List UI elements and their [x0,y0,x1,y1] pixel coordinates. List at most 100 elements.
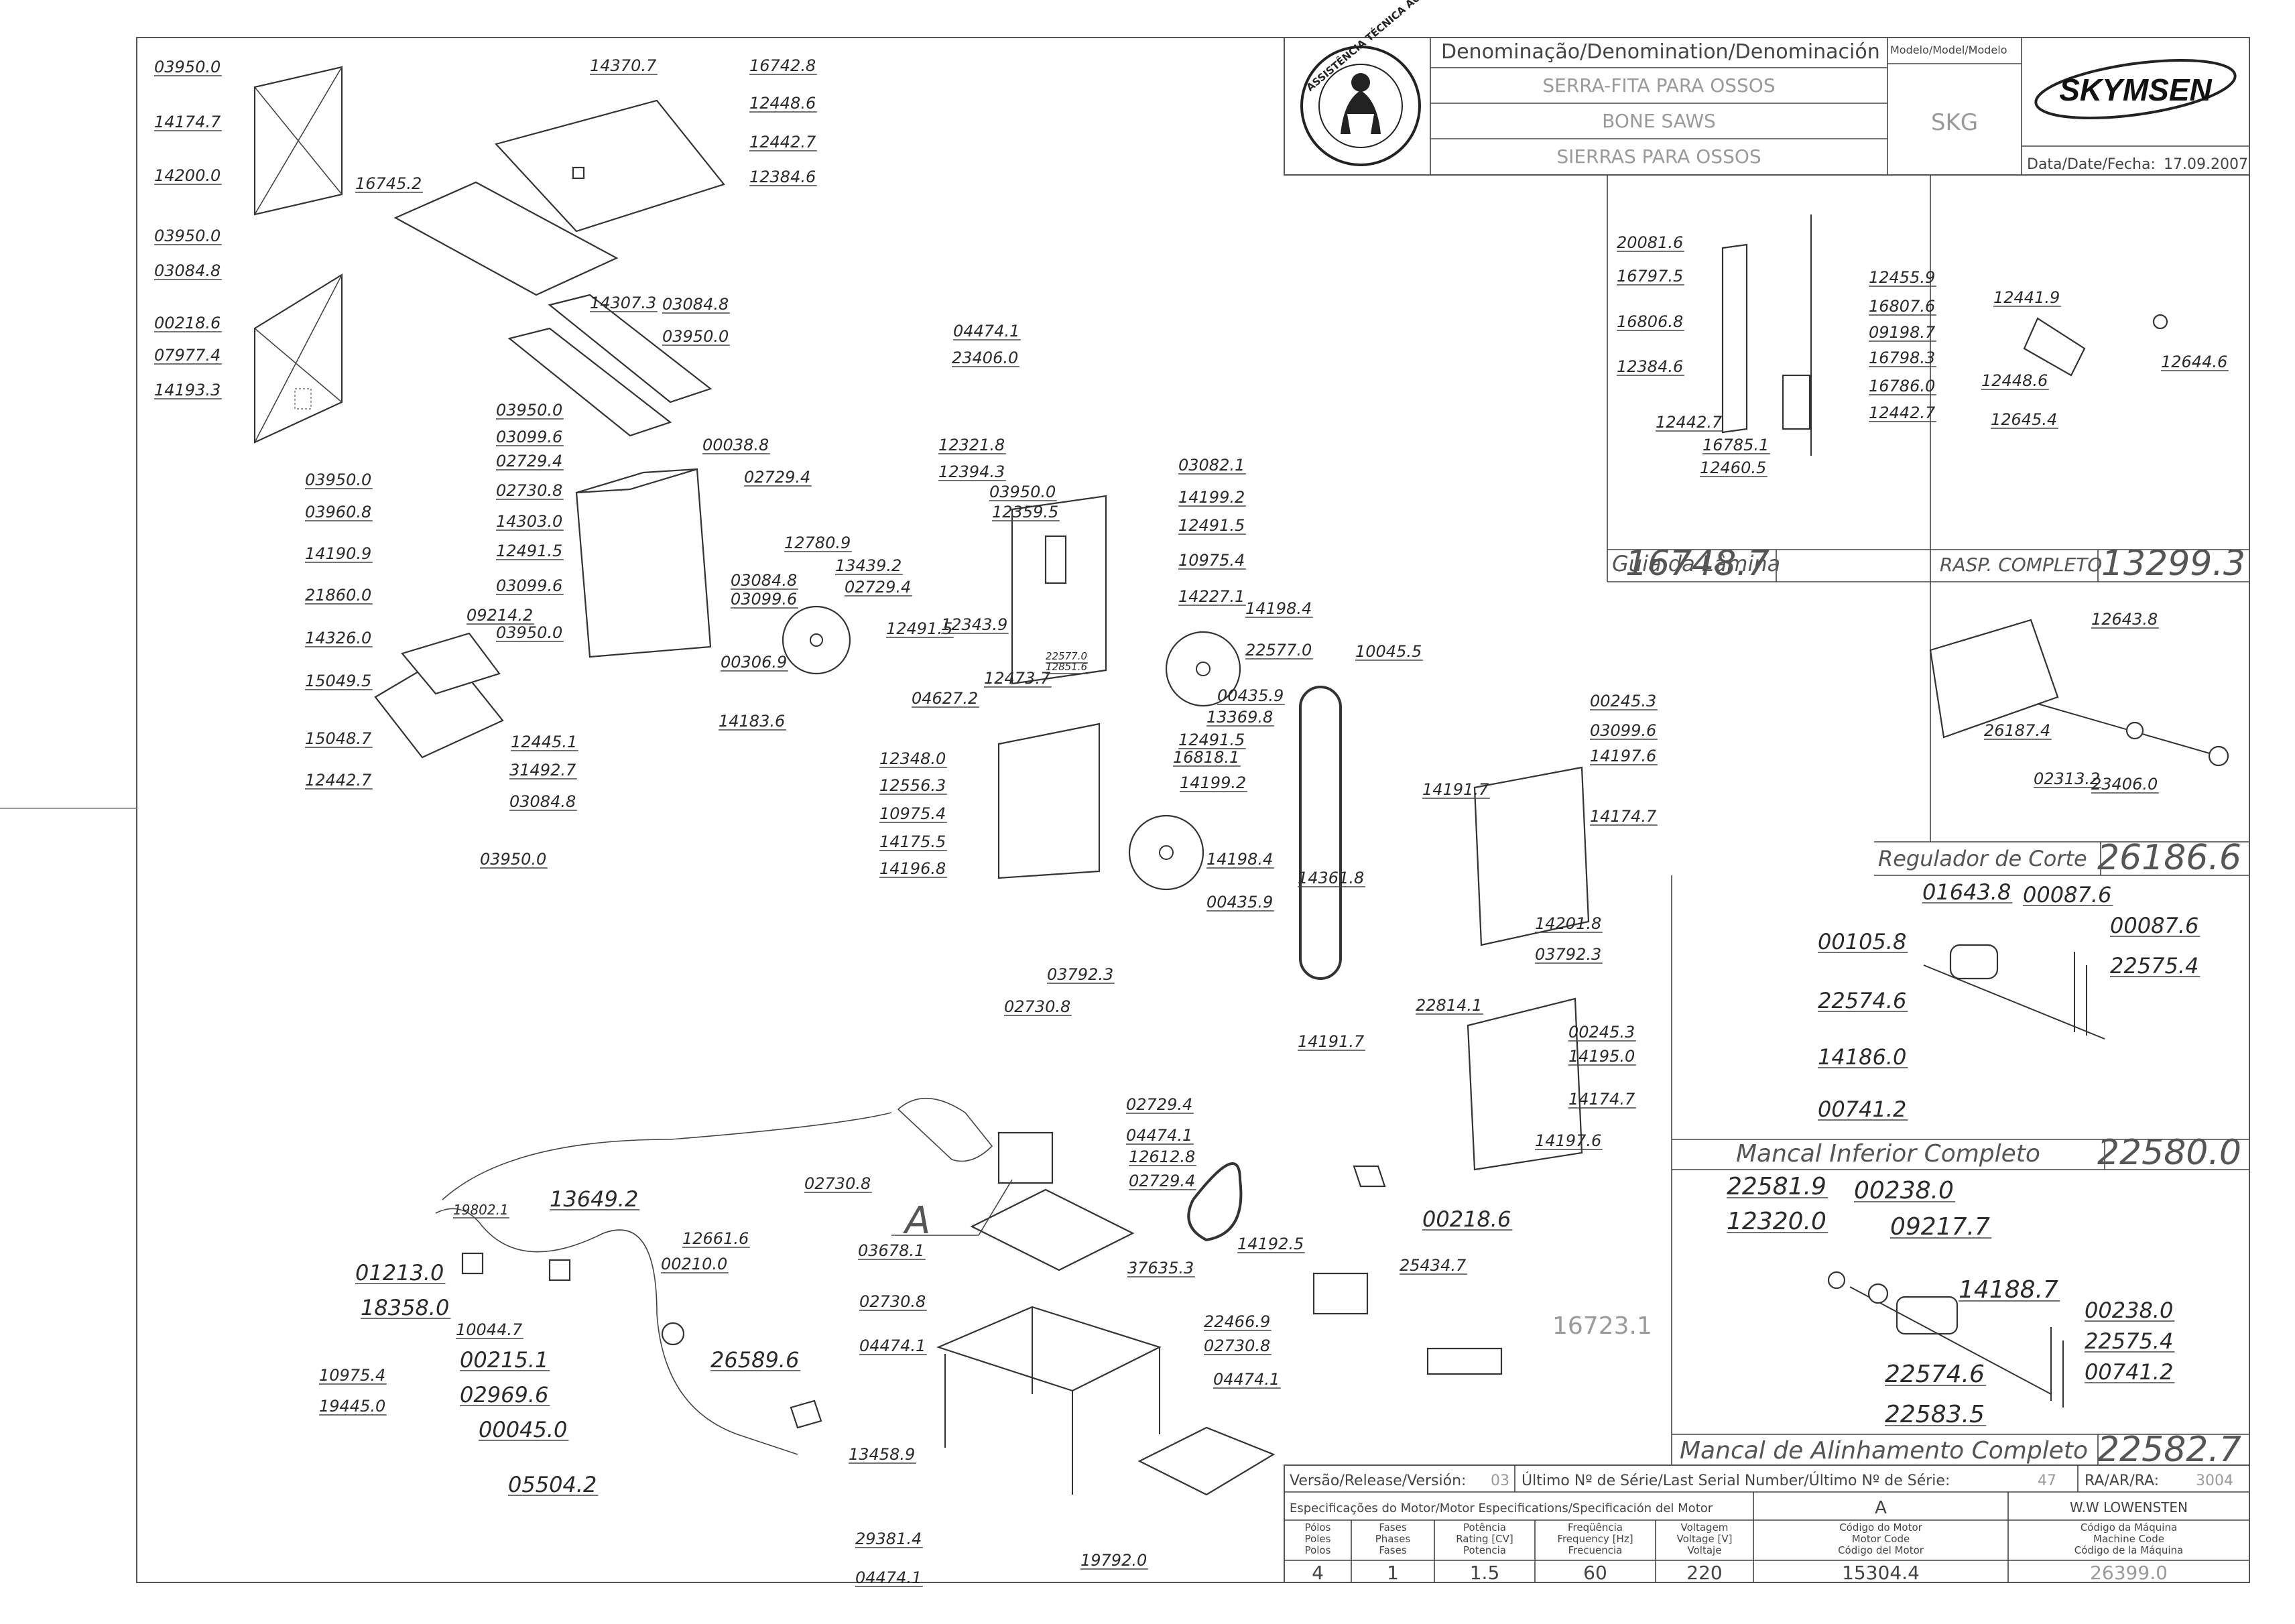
name-pt: SERRA-FITA PARA OSSOS [1542,74,1775,97]
part-number-label: 12448.6 [749,94,816,113]
motor-spec-label: Especificações do Motor/Motor Especifica… [1290,1501,1713,1515]
part-number-label: 14200.0 [154,166,221,185]
date-value: 17.09.2007 [2164,156,2248,173]
ra-value: 3004 [2196,1473,2233,1489]
part-number-label: 19802.1 [453,1202,509,1218]
part-number-label: 03950.0 [480,850,546,869]
part-number-label: 12556.3 [879,776,946,795]
part-number-label: 07977.4 [154,346,221,365]
part-number-label: 20081.6 [1617,233,1683,252]
part-number-label: 02730.8 [1004,997,1070,1016]
part-number-label: 03082.1 [1178,456,1245,475]
part-number-label: 14197.6 [1590,747,1656,765]
part-number-label: 00238.0 [1854,1177,1954,1204]
part-number-label: 00210.0 [661,1255,727,1273]
part-number-label: 16797.5 [1617,267,1683,286]
subassembly-code-scraper: 13299.3 [2101,544,2245,584]
part-number-label: 02969.6 [460,1382,548,1408]
part-number-label: 04474.1 [1126,1126,1192,1145]
part-number-label: 12442.7 [1869,403,1936,422]
part-number-label: 14307.3 [590,294,656,312]
part-drawings [253,66,2229,1496]
subassembly-label-cut-regulator: Regulador de Corte [1878,846,2087,871]
part-number-label: 26589.6 [710,1347,799,1373]
part-number-label: 14191.7 [1422,780,1489,799]
part-number-label: 12320.0 [1727,1208,1826,1235]
part-number-label: 16798.3 [1869,349,1935,367]
manufacturer: W.W LOWENSTEN [2070,1499,2188,1515]
spec-header-line: Poles [1305,1533,1331,1545]
part-number-label: 00218.6 [154,314,221,332]
part-number-label: 10975.4 [319,1366,385,1385]
part-number-label: 03099.6 [496,576,562,595]
model-header: Modelo/Model/Modelo [1890,44,2007,56]
part-number-label: 15048.7 [305,729,372,748]
spec-value: 26399.0 [2090,1562,2168,1584]
part-number-label: 03950.0 [154,58,221,76]
spec-header-line: Fases [1379,1521,1406,1534]
part-number-label: 14175.5 [879,832,946,851]
part-number-label: 12780.9 [784,534,851,552]
part-number-label: 13458.9 [849,1445,915,1464]
part-number-label: 14193.3 [154,381,221,399]
spec-value: 15304.4 [1842,1562,1920,1584]
subassembly-label-scraper: RASP. COMPLETO [1940,554,2102,576]
part-number-label: 12644.6 [2161,353,2227,371]
part-number-label: 12442.7 [1656,413,1723,432]
part-number-label: 16818.1 [1173,748,1239,767]
part-number-label: 14192.5 [1237,1235,1304,1253]
part-number-label: 02729.4 [1126,1095,1192,1114]
denomination-header: Denominação/Denomination/Denominación [1441,40,1880,64]
part-number-label: 22577.0 [1046,650,1087,662]
part-number-label: 12343.9 [941,615,1007,634]
model-code: SKG [1931,109,1978,136]
serial-value: 47 [2038,1473,2056,1489]
spec-header-line: Código da Máquina [2081,1521,2177,1534]
part-number-label: 02730.8 [859,1292,926,1311]
subassembly-code-cut-regulator: 26186.6 [2097,838,2241,878]
part-number-label: 00238.0 [2085,1298,2173,1323]
spec-header-line: Potencia [1463,1544,1506,1556]
spec-header-line: Motor Code [1852,1533,1910,1545]
part-number-label: 02730.8 [804,1174,871,1193]
subassembly-code-lower-bearing: 22580.0 [2097,1133,2241,1173]
part-number-label: 37635.3 [1127,1259,1194,1277]
part-number-label: 12661.6 [682,1229,749,1248]
part-number-label: 14186.0 [1818,1044,1906,1070]
nameplate-code: 16723.1 [1552,1312,1652,1340]
spec-header-line: Phases [1375,1533,1411,1545]
part-number-label: 00245.3 [1590,692,1656,710]
authorized-service-seal-logo: ASSISTÊNCIA TÉCNICA AUTORIZADA [1300,0,1467,166]
part-number-label: 12448.6 [1981,371,2048,390]
part-number-label: 10045.5 [1355,642,1422,661]
part-number-label: 15049.5 [305,672,371,690]
subassembly-code-blade-guide: 16748.7 [1625,544,1770,584]
spec-header-line: Freqüência [1568,1521,1623,1534]
part-number-label: 14199.2 [1180,773,1246,792]
part-number-label: 13439.2 [835,556,902,575]
drawing-frame [136,37,2250,1583]
part-number-label: 14174.7 [1590,807,1657,826]
part-number-label: 09198.7 [1869,323,1936,342]
part-number-label: 00435.9 [1206,893,1273,912]
part-number-label: 22574.6 [1818,988,1906,1013]
part-number-label: 00245.3 [1568,1023,1635,1042]
part-number-label: 12491.5 [496,542,562,560]
part-number-label: 22814.1 [1416,996,1482,1015]
part-number-label: 12491.5 [1178,731,1245,749]
part-number-label: 14195.0 [1568,1047,1635,1066]
part-number-labels: 03950.014174.714200.003950.003084.800218… [154,56,2229,1587]
version-label: Versão/Release/Versión: [1290,1473,1466,1489]
part-number-label: 00435.9 [1217,686,1284,705]
spec-header-line: Polos [1305,1544,1331,1556]
spec-header-line: Rating [CV] [1456,1533,1513,1545]
part-number-label: 09214.2 [467,606,533,625]
part-number-label: 01213.0 [355,1260,444,1286]
part-number-label: 02730.8 [1204,1336,1270,1355]
subassembly-label-lower-bearing: Mancal Inferior Completo [1736,1140,2040,1168]
part-number-label: 16806.8 [1617,312,1683,331]
part-number-label: 03678.1 [858,1241,924,1260]
spec-header-line: Voltagem [1681,1521,1729,1534]
